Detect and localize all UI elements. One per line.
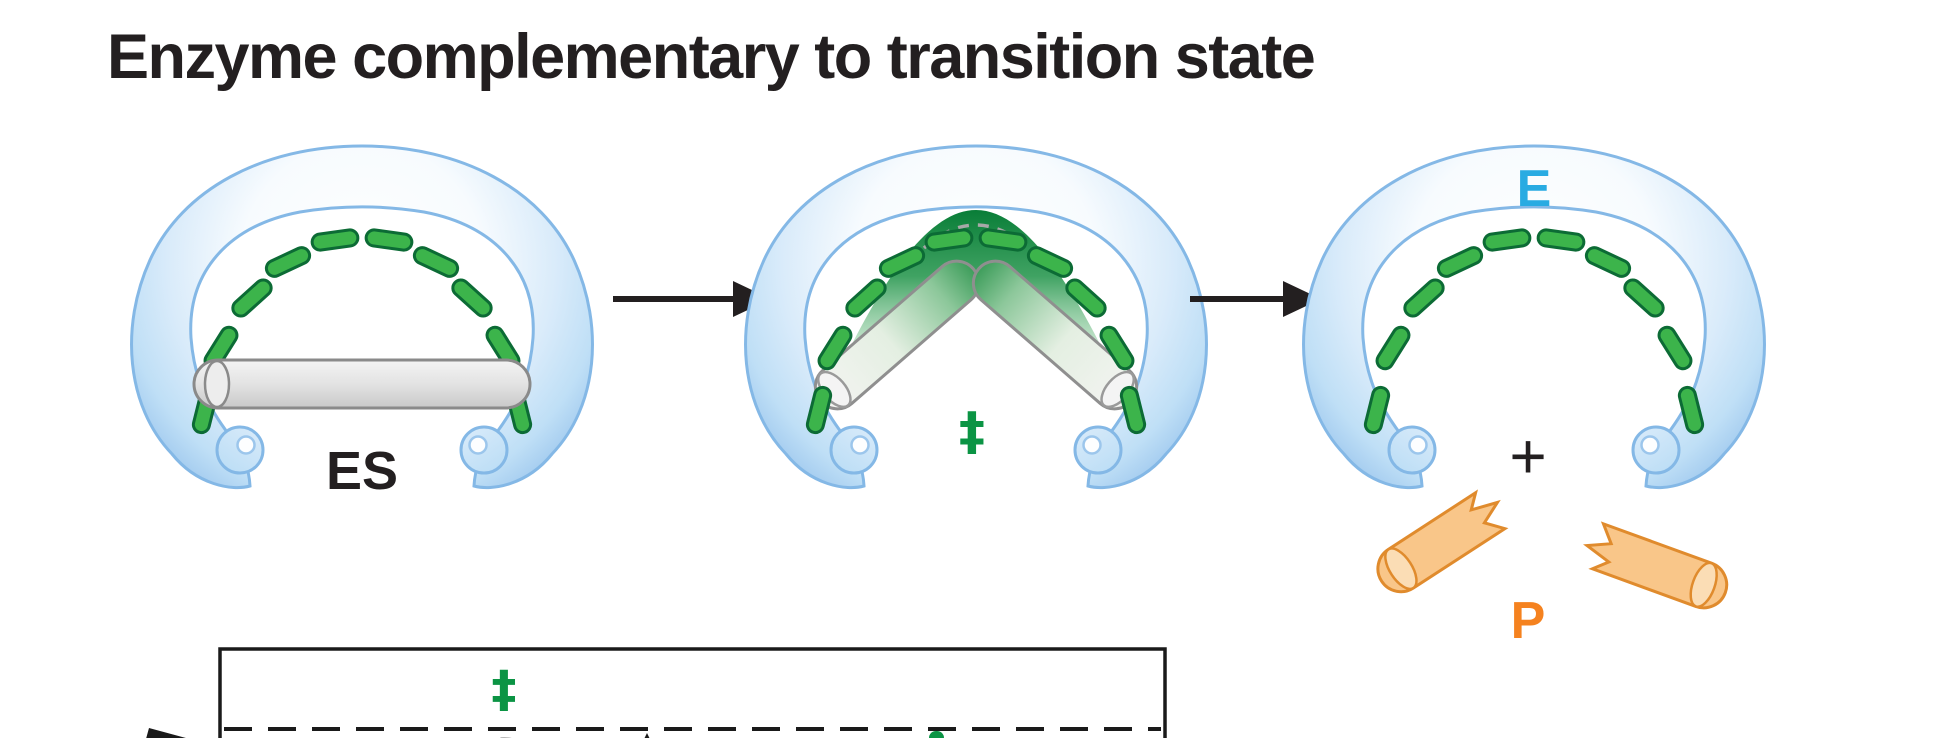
active-site-segments bbox=[1364, 229, 1705, 434]
energy-diagram-box bbox=[218, 647, 1167, 738]
energy-diagram: ‡ bbox=[146, 647, 1167, 738]
axis-arrowhead-icon bbox=[146, 728, 186, 738]
enzyme-body bbox=[130, 144, 594, 490]
product-piece-left bbox=[1376, 489, 1509, 594]
substrate-rod bbox=[192, 358, 532, 410]
strain-gradient bbox=[826, 210, 1126, 398]
right-arrowhead-icon bbox=[1283, 281, 1321, 317]
substrate-rod-body bbox=[192, 358, 532, 410]
product-body bbox=[1376, 489, 1509, 594]
up-arrowhead-icon bbox=[644, 733, 650, 738]
activation-energy-marker bbox=[929, 731, 944, 738]
product-label: P bbox=[1511, 592, 1546, 650]
figure-title: Enzyme complementary to transition state bbox=[107, 22, 1314, 92]
substrate-rod-endcap bbox=[203, 359, 231, 409]
products-group bbox=[1376, 489, 1729, 610]
plus-sign: + bbox=[1509, 420, 1546, 492]
transition-state-symbol: ‡ bbox=[959, 402, 985, 462]
product-piece-right bbox=[1583, 521, 1729, 610]
enzyme-transition-state bbox=[744, 144, 1208, 490]
product-endcap bbox=[1689, 561, 1718, 608]
product-endcap bbox=[1384, 547, 1418, 591]
reaction-arrow-2 bbox=[1190, 281, 1321, 317]
diagram-transition-symbol: ‡ bbox=[492, 660, 517, 718]
enzyme-es bbox=[130, 144, 594, 490]
enzyme-label-e: E bbox=[1517, 160, 1552, 218]
es-label: ES bbox=[326, 441, 398, 501]
